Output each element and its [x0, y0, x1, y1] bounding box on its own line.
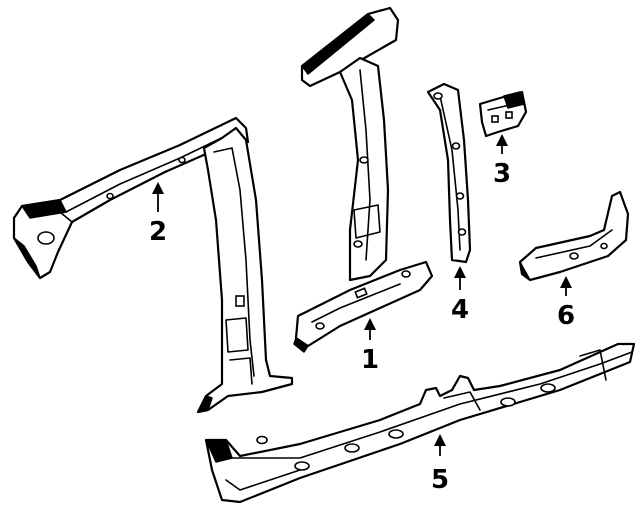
part-1-b-pillar — [293, 6, 434, 353]
part-2-a-pillar — [12, 116, 294, 414]
callout-4: 4 — [451, 295, 469, 325]
callout-labels: 2 1 3 4 5 6 — [149, 159, 575, 495]
callout-6: 6 — [557, 301, 575, 331]
part-3-bracket — [478, 90, 528, 138]
callout-1: 1 — [361, 345, 379, 375]
part-6-gusset — [518, 190, 630, 282]
callout-3: 3 — [493, 159, 511, 189]
callout-2: 2 — [149, 217, 167, 247]
leader-arrows — [152, 134, 572, 456]
part-4-pillar-reinforcement — [426, 82, 472, 264]
callout-5: 5 — [431, 465, 449, 495]
part-5-rocker-panel — [204, 342, 636, 504]
